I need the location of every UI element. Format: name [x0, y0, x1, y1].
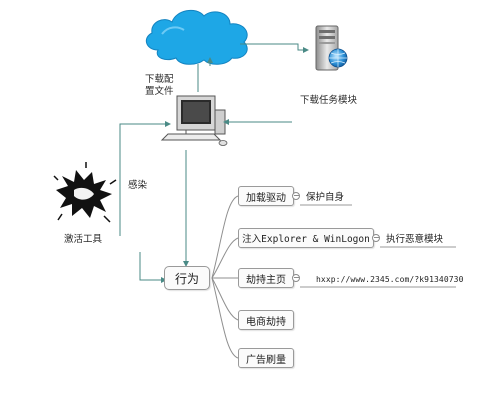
branch-ad-fraud: 广告刷量	[238, 348, 294, 368]
branch-ecommerce-hijack: 电商劫持	[238, 310, 294, 330]
branch-inject-explorer: 注入Explorer & WinLogon	[238, 228, 374, 248]
collapse-toggle-icon: −	[292, 273, 300, 282]
download-config-label: 下载配 置文件	[145, 74, 174, 97]
desktop-computer-icon	[160, 95, 228, 146]
download-task-label: 下载任务模块	[300, 95, 358, 106]
branch-lines	[211, 195, 239, 359]
branch-hijack-homepage: 劫持主页	[238, 268, 294, 288]
leaf-underlines	[300, 204, 456, 288]
leaf-protect-self: 保护自身	[306, 192, 345, 203]
cloud-icon	[145, 9, 248, 65]
root-node: 行为	[164, 266, 210, 290]
infect-label: 感染	[128, 180, 148, 191]
collapse-toggle-icon: −	[372, 233, 380, 242]
leaf-hijack-url: hxxp://www.2345.com/?k91340730	[316, 275, 464, 284]
server-globe-icon	[315, 25, 348, 71]
collapse-toggle-icon: −	[292, 191, 300, 200]
infection-burst-icon	[53, 162, 117, 223]
branch-load-driver: 加载驱动	[238, 186, 294, 206]
activation-tool-label: 激活工具	[64, 234, 103, 245]
leaf-exec-malicious: 执行恶意模块	[386, 234, 444, 245]
